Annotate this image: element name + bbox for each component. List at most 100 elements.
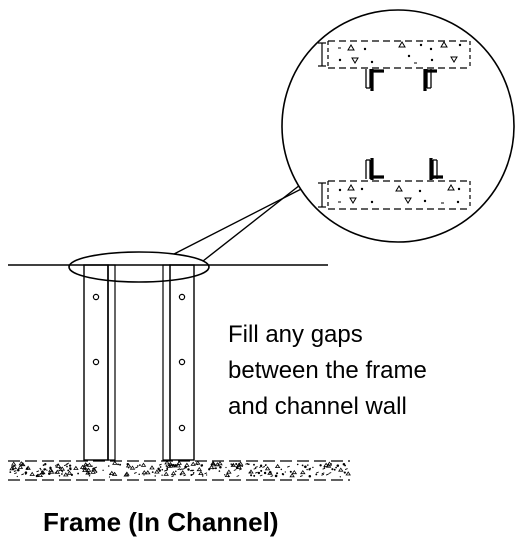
concrete-speckle xyxy=(214,462,221,467)
concrete-speckle xyxy=(245,462,249,465)
concrete-speckle xyxy=(46,469,48,471)
concrete-speckle xyxy=(321,473,325,476)
concrete-speckle xyxy=(82,467,88,472)
concrete-speckle xyxy=(165,469,169,472)
concrete-speckle xyxy=(140,462,147,467)
concrete-speckle xyxy=(94,466,98,469)
concrete-speckle xyxy=(319,464,322,467)
concrete-speckle xyxy=(236,464,242,469)
concrete-speckle xyxy=(137,465,139,467)
concrete-speckle xyxy=(309,467,311,470)
concrete-speckle xyxy=(9,466,15,471)
concrete-speckle xyxy=(253,467,257,470)
concrete-speckle xyxy=(289,470,292,473)
concrete-speckle xyxy=(235,462,238,466)
concrete-speckle xyxy=(300,469,306,475)
concrete-speckle xyxy=(291,469,298,475)
concrete-speckle xyxy=(135,466,138,469)
concrete-speckle xyxy=(255,471,258,474)
concrete-speckle xyxy=(170,470,177,476)
concrete-speckle xyxy=(165,465,168,467)
concrete-speckle xyxy=(11,464,18,470)
concrete-speckle xyxy=(86,462,93,467)
concrete-speckle xyxy=(200,464,203,467)
concrete-speckle xyxy=(296,463,299,466)
concrete-speckle xyxy=(343,471,346,474)
concrete-speckle xyxy=(40,469,42,471)
concrete-speckle xyxy=(315,473,318,476)
concrete-speckle xyxy=(204,472,208,475)
concrete-speckle xyxy=(112,460,118,465)
concrete-speckle xyxy=(55,464,58,467)
concrete-speckle xyxy=(77,472,80,475)
concrete-speckle xyxy=(248,469,254,474)
concrete-speckle xyxy=(69,468,72,471)
concrete-speckle xyxy=(301,464,304,467)
concrete-speckle xyxy=(63,464,67,467)
concrete-speckle xyxy=(325,473,329,476)
concrete-speckle xyxy=(172,463,175,466)
concrete-speckle xyxy=(126,463,129,466)
concrete-speckle xyxy=(321,472,325,475)
concrete-speckle xyxy=(218,470,221,472)
concrete-speckle xyxy=(214,467,217,470)
concrete-speckle xyxy=(241,465,244,468)
concrete-speckle xyxy=(231,464,234,466)
concrete-speckle xyxy=(333,468,336,471)
concrete-speckle xyxy=(154,469,160,474)
concrete-speckle xyxy=(141,470,148,475)
concrete-speckle xyxy=(338,467,344,472)
concrete-speckle xyxy=(109,470,115,475)
concrete-speckle xyxy=(336,464,340,467)
concrete-speckle xyxy=(281,473,284,475)
concrete-speckle xyxy=(95,471,98,473)
concrete-speckle xyxy=(90,469,96,474)
concrete-speckle xyxy=(339,476,341,478)
concrete-speckle xyxy=(316,471,319,474)
concrete-speckle xyxy=(151,471,154,474)
concrete-speckle xyxy=(284,471,286,473)
concrete-speckle xyxy=(108,476,111,478)
concrete-speckle xyxy=(60,469,63,472)
concrete-speckle xyxy=(190,473,193,477)
concrete-speckle xyxy=(189,469,193,472)
concrete-speckle xyxy=(66,465,68,468)
concrete-speckle xyxy=(259,474,263,477)
concrete-speckle xyxy=(24,471,28,474)
concrete-speckle xyxy=(257,471,261,475)
concrete-speckle xyxy=(177,468,181,471)
concrete-speckle xyxy=(308,475,312,478)
concrete-speckle xyxy=(175,463,182,468)
concrete-speckle xyxy=(198,470,204,475)
concrete-speckle xyxy=(250,474,253,477)
concrete-speckle xyxy=(48,469,55,474)
concrete-speckle xyxy=(60,467,62,469)
concrete-speckle xyxy=(287,465,290,468)
concrete-speckle xyxy=(179,473,182,476)
concrete-speckle xyxy=(17,468,20,472)
detail-magnifier xyxy=(281,9,515,243)
concrete-speckle xyxy=(344,468,348,471)
concrete-speckle xyxy=(58,467,61,470)
concrete-speckle xyxy=(70,473,73,476)
concrete-speckle xyxy=(264,466,271,471)
concrete-speckle xyxy=(63,472,69,477)
concrete-speckle xyxy=(58,475,61,477)
concrete-speckle xyxy=(66,470,73,475)
concrete-speckle xyxy=(191,469,195,472)
detail-leader-line-lower xyxy=(202,184,301,262)
concrete-speckle xyxy=(253,474,256,477)
concrete-speckle xyxy=(312,466,314,469)
concrete-speckle xyxy=(196,466,203,472)
concrete-speckle xyxy=(259,466,262,468)
concrete-speckle xyxy=(158,469,162,472)
concrete-speckle xyxy=(164,460,170,465)
concrete-speckle xyxy=(16,475,18,478)
gap-fill-note: Fill any gaps between the frame and chan… xyxy=(228,321,433,420)
concrete-speckle xyxy=(37,473,39,476)
lower-angle-bracket-left xyxy=(365,158,384,180)
concrete-speckle xyxy=(259,464,263,467)
concrete-speckle xyxy=(238,468,242,471)
concrete-speckle xyxy=(274,463,281,468)
